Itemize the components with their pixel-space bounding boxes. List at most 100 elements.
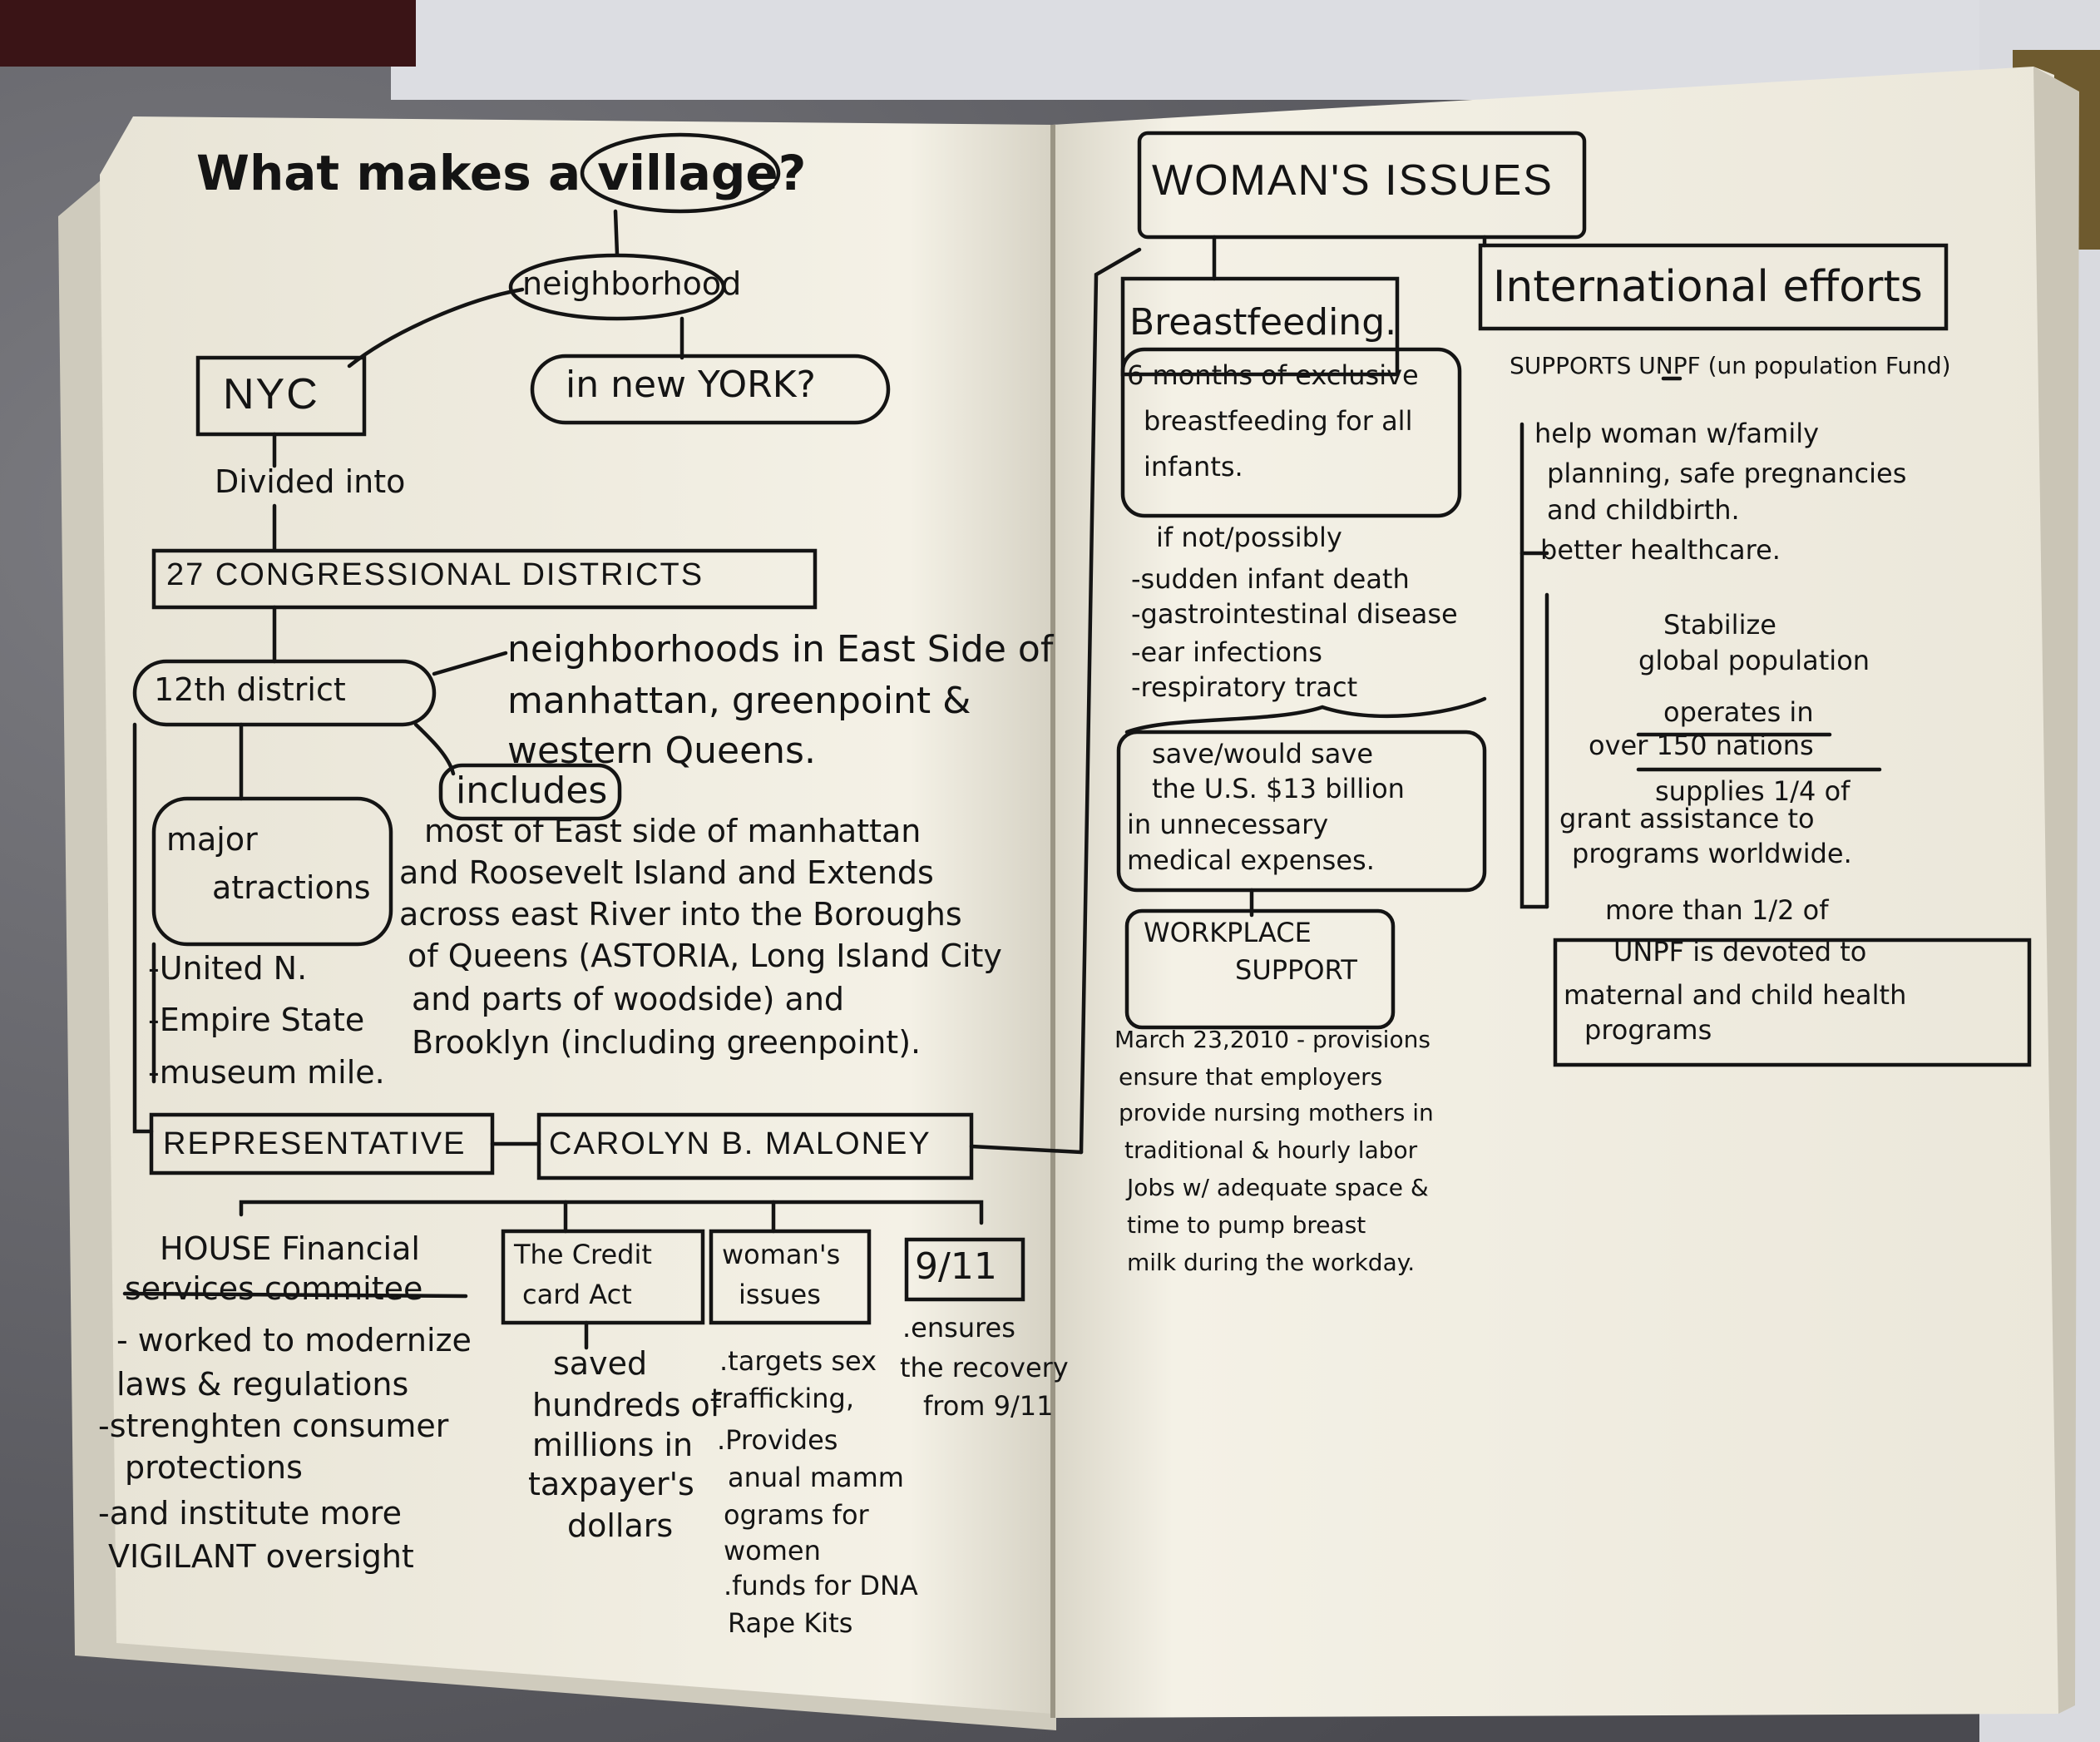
committee-item: laws & regulations	[116, 1366, 409, 1403]
womans-issues-box	[709, 1229, 872, 1325]
stabilize-line: Stabilize	[1663, 609, 1776, 641]
savings-line: medical expenses.	[1127, 844, 1375, 876]
womans-item: anual mamm	[728, 1462, 904, 1493]
supplies-line: programs worldwide.	[1572, 838, 1852, 869]
breastfeeding-desc: infants.	[1144, 451, 1243, 483]
savings-box	[1116, 730, 1487, 893]
savings-line: the U.S. $13 billion	[1152, 773, 1405, 804]
right-page	[1052, 67, 2058, 1718]
page-title-right: WOMAN'S ISSUES	[1152, 156, 1554, 205]
supplies-line: supplies 1/4 of	[1655, 775, 1850, 807]
attraction-item: -United N.	[148, 950, 308, 987]
workplace-desc: provide nursing mothers in	[1119, 1099, 1434, 1126]
unpf-devoted-line: UNPF is devoted to	[1613, 936, 1867, 968]
womans-item: .Provides	[717, 1424, 838, 1456]
nyc-label: NYC	[223, 370, 319, 418]
credit-card-item: dollars	[567, 1507, 674, 1544]
savings-line: in unnecessary	[1127, 809, 1329, 840]
nine-eleven-box	[904, 1237, 1025, 1302]
nine-eleven-item: from 9/11	[923, 1390, 1054, 1422]
includes-line-6: Brooklyn (including greenpoint).	[412, 1024, 922, 1061]
committee-item: protections	[125, 1449, 303, 1486]
committee-item: VIGILANT oversight	[108, 1538, 414, 1575]
neighborhood-label: neighborhood	[522, 265, 742, 302]
breastfeeding-box	[1120, 276, 1400, 377]
womans-item: .funds for DNA	[724, 1570, 918, 1601]
workplace-desc: Jobs w/ adequate space &	[1127, 1174, 1429, 1201]
credit-card-label-2: card Act	[522, 1279, 632, 1310]
includes-line-1: most of East side of manhattan	[424, 813, 922, 849]
twelfth-district-oval	[132, 659, 437, 727]
risk-item: -sudden infant death	[1131, 563, 1410, 595]
left-page	[100, 116, 1052, 1714]
village-oval	[580, 132, 781, 214]
neighborhoods-line-3: western Queens.	[507, 730, 816, 772]
credit-card-item: hundreds of	[532, 1387, 722, 1423]
workplace-label-2: SUPPORT	[1235, 954, 1357, 986]
nyc-box	[195, 355, 367, 437]
international-label: International efforts	[1493, 262, 1923, 312]
operates-line: over 150 nations	[1589, 730, 1814, 761]
committee-title-1: HOUSE Financial	[160, 1230, 420, 1267]
committee-item: - worked to modernize	[116, 1322, 472, 1358]
womans-item: trafficking,	[711, 1383, 855, 1414]
includes-line-2: and Roosevelt Island and Extends	[399, 854, 934, 891]
workplace-desc: time to pump breast	[1127, 1211, 1366, 1239]
includes-box	[438, 763, 622, 821]
twelfth-district-label: 12th district	[154, 671, 346, 708]
if-not-label: if not/possibly	[1156, 522, 1342, 553]
international-box	[1478, 243, 1949, 331]
in-new-york-label: in new YORK?	[566, 364, 816, 406]
nine-eleven-label: 9/11	[915, 1245, 997, 1288]
includes-label: includes	[456, 770, 608, 812]
womans-item: ograms for	[724, 1499, 869, 1531]
includes-line-4: of Queens (ASTORIA, Long Island City	[408, 938, 1002, 974]
attraction-item: -museum mile.	[148, 1054, 385, 1091]
workplace-desc: milk during the workday.	[1127, 1249, 1416, 1276]
maloney-label: CAROLYN B. MALONEY	[549, 1126, 931, 1161]
districts-label: 27 CONGRESSIONAL DISTRICTS	[166, 557, 704, 592]
representative-label: REPRESENTATIVE	[163, 1126, 467, 1161]
help-item: help woman w/family	[1534, 418, 1820, 449]
workplace-desc: ensure that employers	[1119, 1063, 1383, 1091]
breastfeeding-desc-box	[1120, 347, 1462, 518]
supports-label: SUPPORTS UNPF (un population Fund)	[1510, 352, 1951, 379]
risk-item: -gastrointestinal disease	[1131, 598, 1458, 630]
stabilize-line: global population	[1638, 645, 1870, 676]
attractions-box	[151, 796, 393, 947]
workplace-box	[1124, 908, 1396, 1030]
workplace-label-1: WORKPLACE	[1144, 917, 1312, 948]
nine-eleven-item: the recovery	[900, 1352, 1069, 1383]
districts-box	[151, 548, 818, 610]
includes-line-5: and parts of woodside) and	[412, 981, 845, 1017]
credit-card-box	[501, 1229, 705, 1325]
divided-into-label: Divided into	[215, 463, 406, 500]
major-label: major	[166, 821, 258, 858]
help-item: better healthcare.	[1540, 534, 1781, 566]
attraction-item: -Empire State	[148, 1002, 365, 1038]
committee-item: -and institute more	[98, 1495, 402, 1532]
breastfeeding-label: Breastfeeding.	[1129, 301, 1397, 344]
help-item: and childbirth.	[1547, 494, 1740, 526]
womans-issues-label-1: woman's	[722, 1239, 841, 1270]
in-new-york-oval	[530, 354, 891, 425]
unpf-devoted-line: programs	[1584, 1014, 1712, 1046]
workplace-desc: March 23,2010 - provisions	[1114, 1026, 1430, 1053]
risk-item: -ear infections	[1131, 636, 1322, 668]
breastfeeding-desc: 6 months of exclusive	[1127, 359, 1419, 391]
risk-item: -respiratory tract	[1131, 671, 1358, 703]
unpf-devoted-line: maternal and child health	[1564, 979, 1907, 1011]
credit-card-item: saved	[553, 1345, 648, 1382]
womans-item: .targets sex	[719, 1345, 877, 1377]
unpf-devoted-box	[1553, 938, 2032, 1067]
neighborhoods-line-1: neighborhoods in East Side of	[507, 628, 1054, 671]
more-than-label: more than 1/2 of	[1605, 894, 1829, 926]
includes-line-3: across east River into the Boroughs	[399, 896, 962, 933]
credit-card-label-1: The Credit	[514, 1239, 652, 1270]
operates-line: operates in	[1663, 696, 1814, 728]
womans-issues-title-box	[1137, 131, 1587, 240]
nine-eleven-item: .ensures	[902, 1312, 1015, 1344]
workplace-desc: traditional & hourly labor	[1124, 1136, 1418, 1164]
credit-card-item: taxpayer's	[528, 1466, 694, 1502]
